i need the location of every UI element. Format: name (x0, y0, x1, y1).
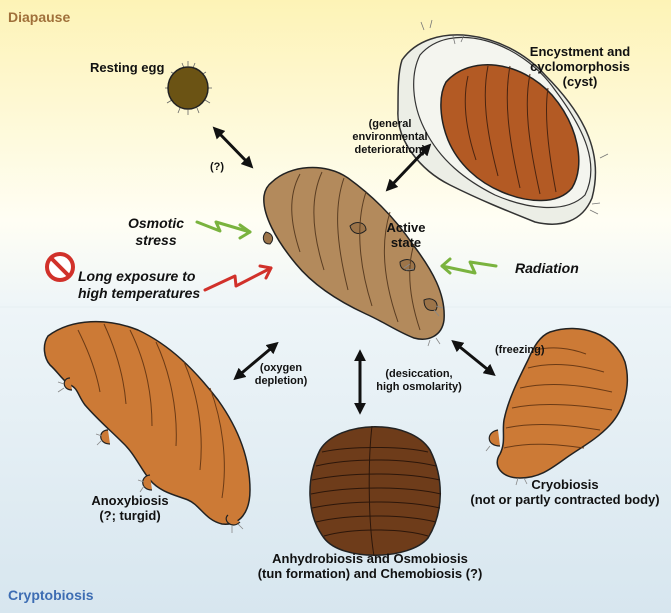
arrow-cyst (385, 143, 432, 192)
anoxybiosis-label: Anoxybiosis (?; turgid) (91, 493, 169, 523)
resting-egg-label: Resting egg (90, 60, 165, 75)
anhydrobiosis-label: Anhydrobiosis and Osmobiosis (tun format… (257, 551, 483, 581)
arrow-cryobiosis (451, 339, 496, 377)
diapause-label: Diapause (8, 9, 71, 25)
cryptobiosis-label: Cryptobiosis (8, 587, 94, 603)
anoxybiosis-tardigrade-illustration (43, 320, 251, 533)
trigger-egg: (?) (210, 161, 225, 173)
trigger-oxygen: (oxygen depletion) (254, 362, 308, 387)
osmotic-stress-label: Osmotic stress (127, 215, 184, 248)
trigger-cyst: (general environmental deterioration) (352, 118, 428, 156)
radiation-arrow (440, 257, 498, 275)
encystment-label: Encystment and cyclomorphosis (cyst) (529, 44, 631, 89)
transition-arrows (212, 126, 496, 415)
active-state-label: Active state (386, 220, 426, 250)
arrow-anoxybiosis (233, 341, 279, 381)
trigger-desiccation: (desiccation, high osmolarity) (376, 368, 462, 393)
radiation-label: Radiation (515, 260, 579, 276)
cryobiosis-tardigrade-illustration (485, 327, 629, 486)
cyst-illustration (397, 19, 609, 225)
arrow-egg (212, 126, 254, 169)
osmotic-stress-arrow (195, 220, 252, 240)
active-tardigrade-illustration (262, 166, 445, 347)
heat-arrow (203, 264, 273, 292)
heat-label: Long exposure to high temperatures (78, 268, 201, 301)
prohibited-icon (45, 252, 75, 282)
tun-illustration (309, 425, 442, 557)
trigger-freezing: (freezing) (495, 344, 545, 356)
cryobiosis-label: Cryobiosis (not or partly contracted bod… (470, 477, 660, 507)
resting-egg-illustration (165, 61, 212, 115)
